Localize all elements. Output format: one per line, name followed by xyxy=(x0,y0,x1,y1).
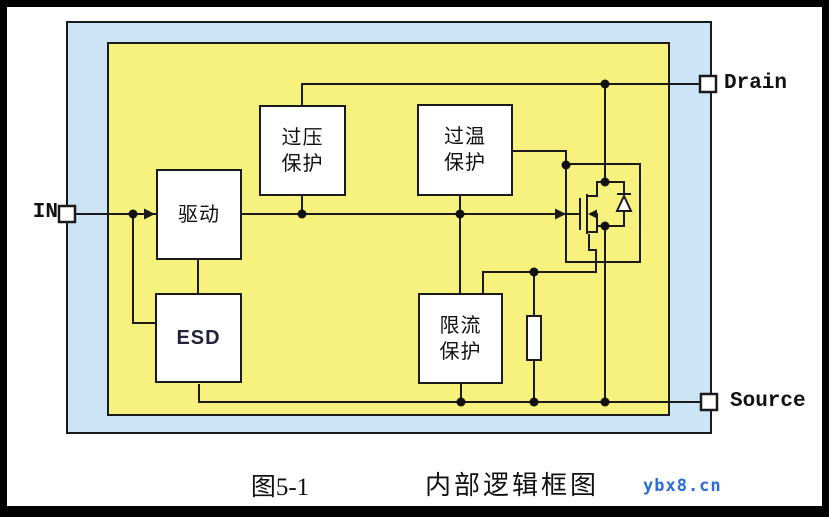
block-overvoltage-protection: 过压 保护 xyxy=(259,105,346,196)
wire-otp-to-mosfet xyxy=(513,150,567,165)
wire-drain-rail xyxy=(301,83,700,105)
mosfet-enclosure xyxy=(565,163,641,263)
wire-sense-line xyxy=(482,234,597,293)
junction-dot xyxy=(600,177,610,187)
arrowhead-into-drive-icon xyxy=(144,208,155,220)
junction-dot xyxy=(297,209,307,219)
block-otp-label-line2: 保护 xyxy=(444,152,486,174)
body-diode-icon xyxy=(605,181,633,227)
block-overtemperature-protection: 过温 保护 xyxy=(417,104,513,196)
mosfet-body-arrow-icon xyxy=(588,209,597,219)
watermark: ybx8.cn xyxy=(643,476,722,496)
block-esd: ESD xyxy=(155,293,242,383)
junction-dot xyxy=(128,209,138,219)
junction-dot xyxy=(455,209,465,219)
pin-source-label: Source xyxy=(730,390,806,413)
block-current-limit-protection: 限流 保护 xyxy=(418,293,503,384)
pin-source-pad xyxy=(699,392,719,412)
block-drive-label: 驱动 xyxy=(178,203,220,226)
pin-drain-pad xyxy=(698,74,718,94)
figure-number: 图5-1 xyxy=(250,474,310,501)
block-ovp-label-line2: 保护 xyxy=(281,152,324,175)
pin-in-label: IN xyxy=(32,201,58,224)
pin-drain-label: Drain xyxy=(724,72,788,95)
figure-title: 内部逻辑框图 xyxy=(424,471,599,500)
wire-source-rail xyxy=(198,384,701,403)
junction-dot xyxy=(600,397,610,407)
block-ocp-label-line1: 限流 xyxy=(439,314,482,337)
block-otp-label-line1: 过温 xyxy=(444,126,486,148)
junction-dots xyxy=(128,79,610,407)
junction-dot xyxy=(456,397,466,407)
diode-cathode-lead xyxy=(605,181,625,194)
junction-dot xyxy=(600,79,610,89)
wire-in-to-esd xyxy=(132,214,155,324)
mosfet-symbol xyxy=(565,163,641,263)
block-esd-label: ESD xyxy=(176,327,221,349)
junction-dot xyxy=(529,397,539,407)
junction-dot xyxy=(561,160,571,170)
junction-dot xyxy=(529,267,539,277)
pin-in-pad xyxy=(57,204,77,224)
sense-resistor xyxy=(526,315,542,361)
junction-dot xyxy=(600,221,610,231)
block-ocp-label-line2: 保护 xyxy=(439,340,482,363)
block-ovp-label-line1: 过压 xyxy=(281,126,324,149)
diode-anode-lead xyxy=(605,211,625,227)
diode-triangle xyxy=(615,193,633,212)
block-drive: 驱动 xyxy=(156,169,242,260)
arrowhead-into-gate-icon xyxy=(555,208,566,220)
